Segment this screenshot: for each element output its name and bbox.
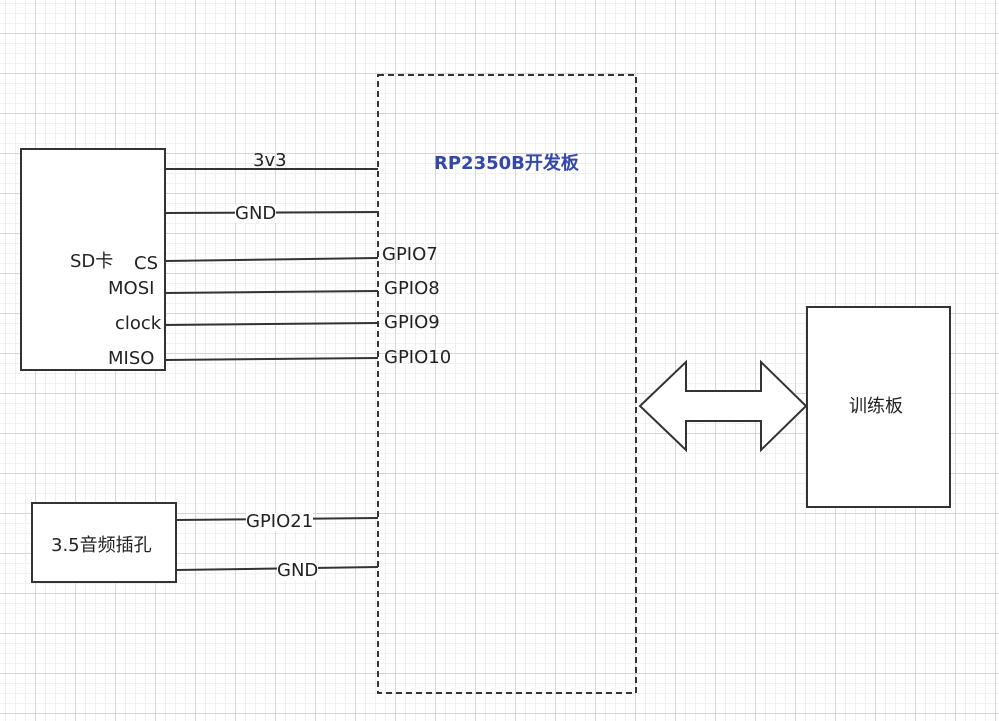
bidirectional-arrow-icon[interactable] xyxy=(638,359,808,453)
wire-clock-gpio9[interactable] xyxy=(164,322,379,326)
wire-label-gnd-audio: GND xyxy=(277,560,319,581)
wire-label-3v3: 3v3 xyxy=(253,150,287,171)
board-title: RP2350B开发板 xyxy=(434,153,579,174)
training-board-label: 训练板 xyxy=(849,396,903,417)
audio-jack-box[interactable] xyxy=(31,502,177,583)
rp2350b-board-outline[interactable] xyxy=(377,74,637,694)
wire-miso-gpio10[interactable] xyxy=(164,357,379,361)
audio-jack-label: 3.5音频插孔 xyxy=(51,535,152,556)
wire-label-gpio8: GPIO8 xyxy=(384,278,440,299)
sd-pin-miso: MISO xyxy=(108,348,155,369)
sd-pin-cs: CS xyxy=(134,253,158,274)
sd-pin-clock: clock xyxy=(115,313,162,334)
training-board-box[interactable] xyxy=(806,306,951,508)
sd-card-box[interactable] xyxy=(20,148,166,371)
wire-label-gnd-sd: GND xyxy=(235,203,277,224)
wire-label-gpio9: GPIO9 xyxy=(384,312,440,333)
wire-label-gpio7: GPIO7 xyxy=(382,244,438,265)
wire-cs-gpio7[interactable] xyxy=(164,257,379,262)
wire-mosi-gpio8[interactable] xyxy=(164,290,379,294)
wire-label-gpio10: GPIO10 xyxy=(384,347,452,368)
sd-pin-mosi: MOSI xyxy=(108,278,155,299)
wire-label-gpio21: GPIO21 xyxy=(246,511,314,532)
sd-card-label: SD卡 xyxy=(70,251,114,272)
